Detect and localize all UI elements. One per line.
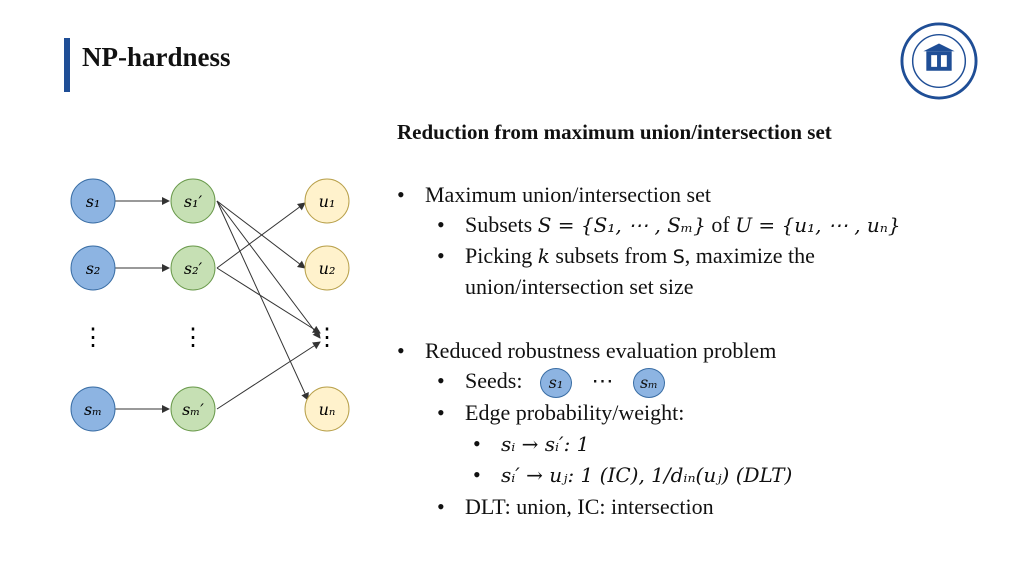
node-s1 <box>70 178 116 224</box>
label-s1p: s₁′ <box>184 192 203 211</box>
mid-nodes: s₁′ s₂′ sₘ′ ⋮ <box>170 178 216 432</box>
bullet-edge-1: •sᵢ → sᵢ′: 1 <box>473 431 590 456</box>
university-logo-icon <box>900 22 978 100</box>
node-u2 <box>304 245 350 291</box>
left-vdots: ⋮ <box>81 323 105 351</box>
node-smp <box>170 386 216 432</box>
label-smp: sₘ′ <box>182 400 204 419</box>
right-vdots: ⋮ <box>315 323 339 351</box>
label-sm: sₘ <box>84 400 102 419</box>
edge-s1p-udots <box>216 200 321 339</box>
bullet-max-union: •Maximum union/intersection set <box>397 182 711 207</box>
label-u2: u₂ <box>319 259 336 278</box>
left-nodes: s₁ s₂ sₘ ⋮ <box>70 178 116 432</box>
node-sm <box>70 386 116 432</box>
label-u1: u₁ <box>319 192 336 211</box>
label-s1: s₁ <box>86 192 101 211</box>
label-un: uₙ <box>319 400 336 419</box>
bullet-seeds: •Seeds: s₁ ⋯ sₘ <box>437 368 665 398</box>
bullet-edge-2: •sᵢ′ → uⱼ: 1 (IC), 1/dᵢₙ(uⱼ) (DLT) <box>473 462 793 487</box>
bullet-edge-weight: •Edge probability/weight: <box>437 400 685 425</box>
reduction-graph: s₁ s₂ sₘ ⋮ s₁′ s₂′ sₘ′ ⋮ u₁ u₂ uₙ ⋮ <box>70 178 350 432</box>
node-s1p <box>170 178 216 224</box>
bullet-reduced-problem: •Reduced robustness evaluation problem <box>397 338 777 363</box>
edge-s1p-u2 <box>216 200 306 269</box>
label-s2: s₂ <box>86 259 101 278</box>
mid-vdots: ⋮ <box>181 323 205 351</box>
bullet-picking: •Picking k subsets from S, maximize the <box>437 243 815 268</box>
node-u1 <box>304 178 350 224</box>
page-title: NP-hardness <box>82 42 231 72</box>
title-accent-bar <box>64 38 70 92</box>
edge-s2p-u1 <box>216 202 306 269</box>
right-nodes: u₁ u₂ uₙ ⋮ <box>304 178 350 432</box>
edge-s2p-udots <box>216 267 321 334</box>
node-un <box>304 386 350 432</box>
seed-node-sm: sₘ <box>632 368 665 398</box>
bullet-subsets: •Subsets S = {S₁, ⋯ , Sₘ} of U = {u₁, ⋯ … <box>437 212 901 237</box>
bullet-dlt-ic: •DLT: union, IC: intersection <box>437 494 714 519</box>
seed-node-s1: s₁ <box>539 368 572 398</box>
node-s2 <box>70 245 116 291</box>
label-s2p: s₂′ <box>184 259 203 278</box>
node-s2p <box>170 245 216 291</box>
edge-s1p-un <box>216 200 309 401</box>
section-subtitle: Reduction from maximum union/intersectio… <box>397 120 832 144</box>
bullet-picking-cont: union/intersection set size <box>465 274 694 299</box>
edge-smp-udots <box>216 341 321 410</box>
